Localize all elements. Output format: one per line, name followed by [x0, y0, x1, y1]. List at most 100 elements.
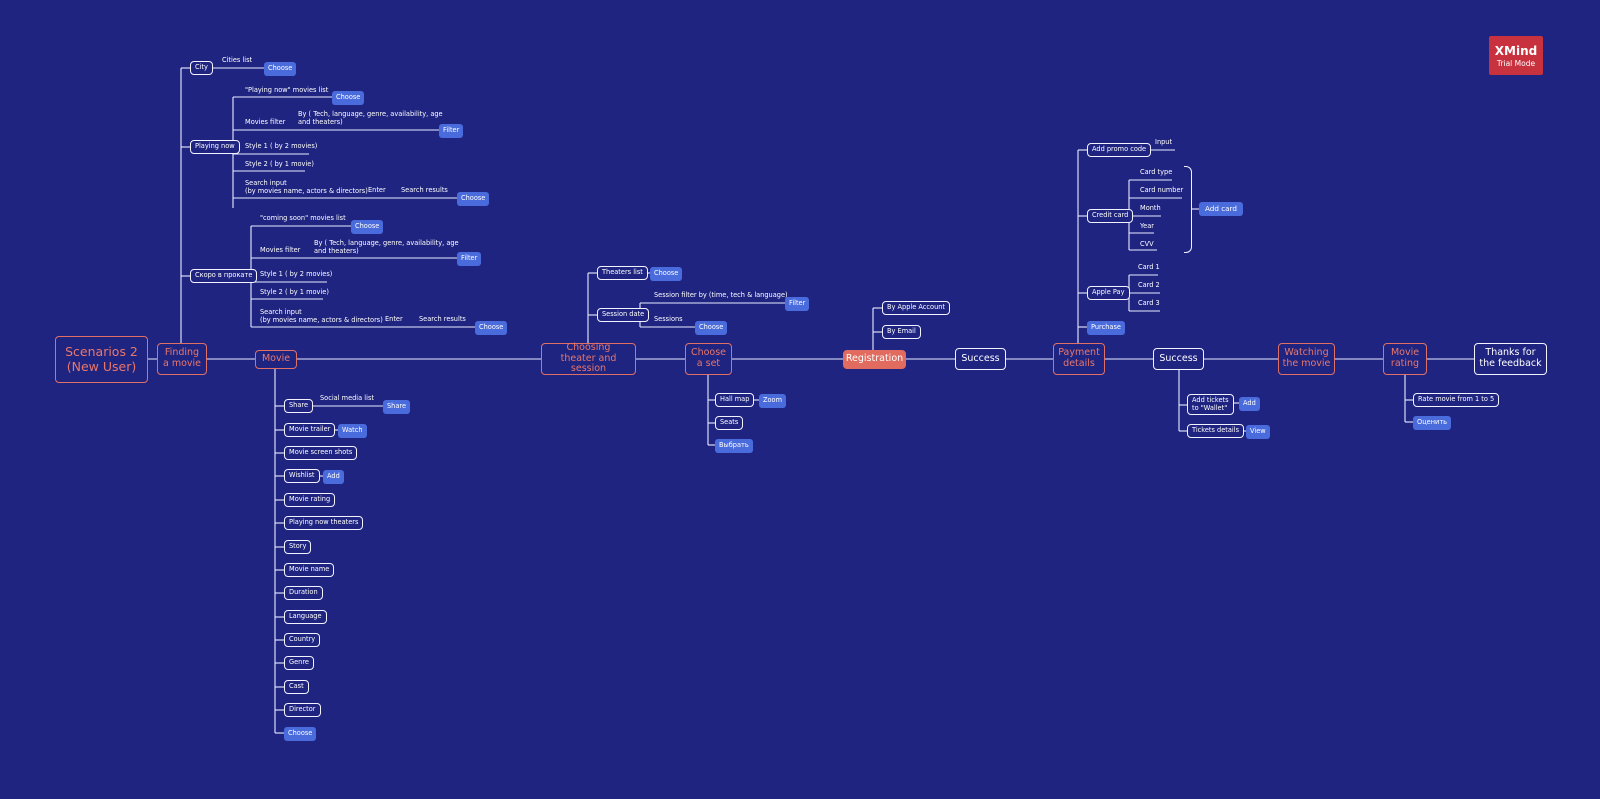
node-playing-now[interactable]: Playing now: [190, 140, 240, 154]
node-watching-movie[interactable]: Watching the movie: [1278, 343, 1335, 375]
node-seats[interactable]: Seats: [715, 416, 744, 430]
label-search-input: Search input (by movies name, actors & d…: [245, 179, 368, 195]
button-rate[interactable]: Оценить: [1413, 416, 1452, 430]
label-enter: Enter: [368, 186, 386, 194]
node-session-date[interactable]: Session date: [597, 308, 650, 322]
xmind-mode: Trial Mode: [1496, 59, 1536, 68]
node-city[interactable]: City: [190, 61, 213, 75]
node-story[interactable]: Story: [284, 540, 312, 554]
node-by-email[interactable]: By Email: [882, 325, 921, 339]
button-filter-soon[interactable]: Filter: [457, 252, 482, 266]
node-payment-details[interactable]: Payment details: [1053, 343, 1105, 375]
node-add-to-wallet[interactable]: Add tickets to "Wallet": [1187, 394, 1234, 416]
label-card2: Card 2: [1138, 281, 1160, 289]
node-screen-shots[interactable]: Movie screen shots: [284, 446, 358, 460]
button-choose-session[interactable]: Choose: [695, 321, 728, 335]
node-apple-pay[interactable]: Apple Pay: [1087, 286, 1130, 300]
node-thanks-feedback[interactable]: Thanks for the feedback: [1474, 343, 1547, 375]
label-social-list: Social media list: [320, 394, 374, 402]
node-label: Finding a movie: [162, 347, 201, 369]
xmind-brand: XMind: [1494, 44, 1538, 58]
button-filter-playing[interactable]: Filter: [439, 124, 464, 138]
node-coming-soon[interactable]: Скоро в прокате: [190, 269, 258, 283]
node-finding-movie[interactable]: Finding a movie: [157, 343, 207, 375]
button-purchase[interactable]: Purchase: [1087, 321, 1125, 335]
button-choose-theater[interactable]: Choose: [650, 267, 683, 281]
node-label: Movie rating: [1390, 347, 1420, 369]
label-movies-filter: Movies filter: [245, 118, 286, 126]
button-choose-movie[interactable]: Choose: [284, 727, 317, 741]
button-zoom[interactable]: Zoom: [759, 394, 787, 408]
label-cities-list: Cities list: [222, 56, 253, 64]
node-apple-account[interactable]: By Apple Account: [882, 301, 951, 315]
node-theaters-list[interactable]: Theaters list: [597, 266, 648, 280]
label-card1: Card 1: [1138, 263, 1160, 271]
node-label: Success: [1159, 352, 1198, 364]
label-month: Month: [1140, 204, 1161, 212]
button-view-tickets[interactable]: View: [1246, 425, 1270, 439]
label-card-type: Card type: [1140, 168, 1173, 176]
node-language[interactable]: Language: [284, 610, 327, 624]
label-style1: Style 1 ( by 2 movies): [245, 142, 318, 150]
node-country[interactable]: Country: [284, 633, 321, 647]
label-cvv: CVV: [1140, 240, 1154, 248]
node-hall-map[interactable]: Hall map: [715, 393, 755, 407]
node-movie-name[interactable]: Movie name: [284, 563, 335, 577]
button-add-wallet[interactable]: Add: [1239, 397, 1260, 411]
label-year: Year: [1140, 222, 1154, 230]
label-session-filter: Session filter by (time, tech & language…: [654, 291, 788, 299]
button-add-wishlist[interactable]: Add: [323, 470, 344, 484]
label-input: Input: [1155, 138, 1173, 146]
node-label: Choose a set: [690, 347, 727, 369]
label-style2-soon: Style 2 ( by 1 movie): [260, 288, 329, 296]
node-movie-rating[interactable]: Movie rating: [1383, 343, 1427, 375]
label-search-results: Search results: [401, 186, 448, 194]
node-credit-card[interactable]: Credit card: [1087, 209, 1134, 223]
label-movies-filter-soon: Movies filter: [260, 246, 301, 254]
label-search-results-soon: Search results: [419, 315, 466, 323]
node-promo-code[interactable]: Add promo code: [1087, 143, 1152, 157]
node-genre[interactable]: Genre: [284, 656, 314, 670]
label-sessions: Sessions: [654, 315, 683, 323]
button-choose-playing[interactable]: Choose: [332, 91, 365, 105]
label-style1-soon: Style 1 ( by 2 movies): [260, 270, 333, 278]
node-playing-theaters[interactable]: Playing now theaters: [284, 516, 364, 530]
button-choose-soon[interactable]: Choose: [351, 220, 384, 234]
node-label: Payment details: [1058, 347, 1100, 369]
node-success-1[interactable]: Success: [955, 348, 1006, 370]
node-director[interactable]: Director: [284, 703, 321, 717]
node-registration[interactable]: Registration: [843, 350, 906, 369]
node-cast[interactable]: Cast: [284, 680, 309, 694]
node-label: Registration: [845, 353, 904, 365]
button-watch[interactable]: Watch: [338, 424, 367, 438]
label-search-input-soon: Search input (by movies name, actors & d…: [260, 308, 383, 324]
node-label: Choosing theater and session: [560, 341, 617, 375]
node-duration[interactable]: Duration: [284, 586, 323, 600]
button-select-seat[interactable]: Выбрать: [715, 439, 753, 453]
node-movie-trailer[interactable]: Movie trailer: [284, 423, 336, 437]
node-label: Scenarios 2 (New User): [65, 344, 138, 374]
node-movie[interactable]: Movie: [255, 350, 297, 369]
node-choose-seat[interactable]: Choose a set: [685, 343, 732, 375]
label-card3: Card 3: [1138, 299, 1160, 307]
button-choose-city[interactable]: Choose: [264, 62, 297, 76]
button-choose-search-soon[interactable]: Choose: [475, 321, 508, 335]
node-rate-movie[interactable]: Rate movie from 1 to 5: [1413, 393, 1500, 407]
card-fields-bracket: [1184, 166, 1192, 253]
button-add-card[interactable]: Add card: [1199, 202, 1243, 217]
node-share[interactable]: Share: [284, 399, 314, 413]
label-filter-desc-soon: By ( Tech, language, genre, availability…: [314, 239, 459, 255]
node-wishlist[interactable]: Wishlist: [284, 469, 320, 483]
node-ticket-details[interactable]: Tickets details: [1187, 424, 1245, 438]
label-card-number: Card number: [1140, 186, 1184, 194]
node-label: Watching the movie: [1282, 347, 1331, 369]
node-movie-rating-info[interactable]: Movie rating: [284, 493, 336, 507]
node-choosing-theater[interactable]: Choosing theater and session: [541, 341, 636, 375]
button-share[interactable]: Share: [383, 400, 411, 414]
node-success-2[interactable]: Success: [1153, 348, 1204, 370]
node-scenario-root[interactable]: Scenarios 2 (New User): [55, 336, 148, 383]
button-choose-search[interactable]: Choose: [457, 192, 490, 206]
button-filter-session[interactable]: Filter: [785, 297, 810, 311]
node-label: Thanks for the feedback: [1479, 347, 1542, 369]
